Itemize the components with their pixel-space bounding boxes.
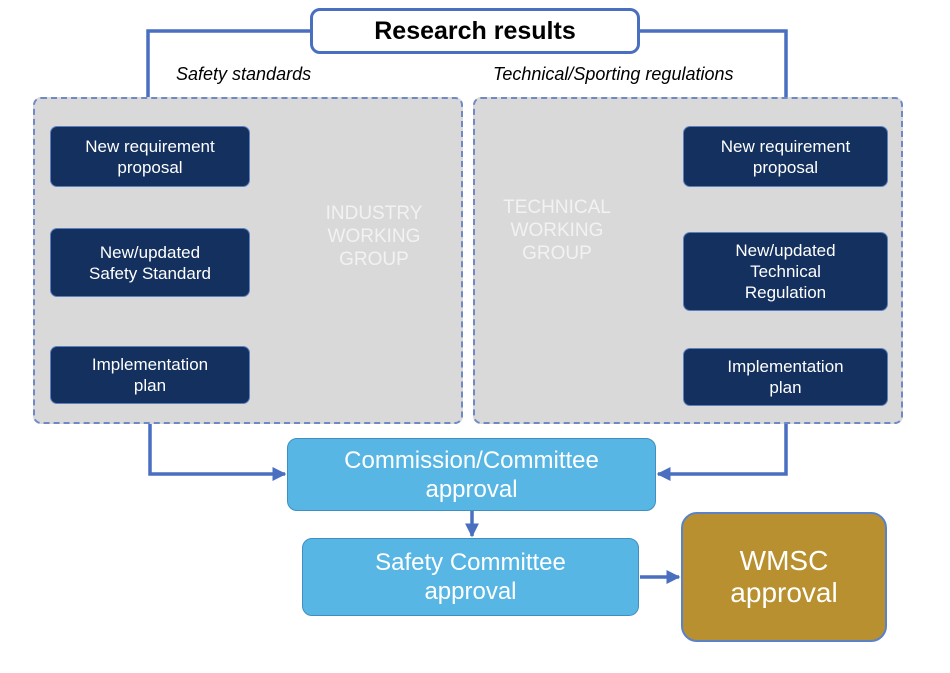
technical-working-group-label: TECHNICAL WORKING GROUP [503, 197, 611, 264]
arrow-research-to-left-proposal [141, 29, 310, 128]
industry-working-group-label: INDUSTRY WORKING GROUP [325, 203, 423, 270]
research-results-label: Research results [374, 16, 576, 45]
technical-sporting-regulations-label: Technical/Sporting regulations [493, 64, 734, 84]
arrow-research-to-right-proposal [640, 29, 793, 128]
arrow-right-plan-to-commission [656, 406, 788, 481]
arrow-left-plan-to-commission [148, 404, 287, 481]
technical-new-updated-technical-regulation: New/updated Technical Regulation [683, 232, 888, 311]
research-results-box: Research results [310, 8, 640, 54]
technical-new-requirement-proposal: New requirement proposal [683, 126, 888, 187]
technical-implementation-plan: Implementation plan [683, 348, 888, 406]
wmsc-approval: WMSC approval [681, 512, 887, 642]
safety-committee-approval: Safety Committee approval [302, 538, 639, 616]
industry-implementation-plan: Implementation plan [50, 346, 250, 404]
industry-new-requirement-proposal: New requirement proposal [50, 126, 250, 187]
industry-new-updated-safety-standard: New/updated Safety Standard [50, 228, 250, 297]
commission-committee-approval: Commission/Committee approval [287, 438, 656, 511]
safety-standards-label: Safety standards [176, 64, 312, 84]
